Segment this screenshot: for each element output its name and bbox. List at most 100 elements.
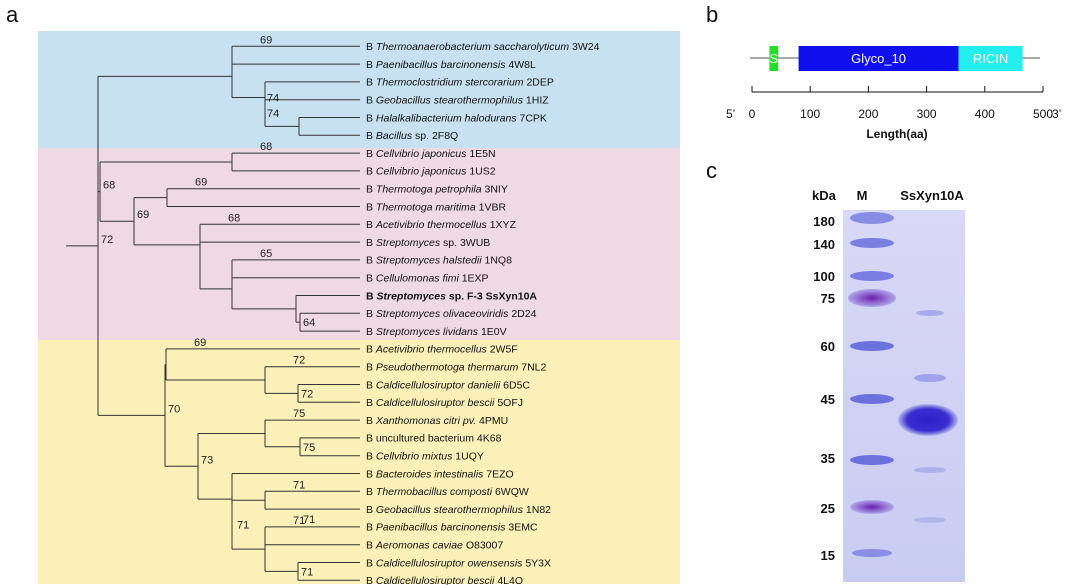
panel-label-a: a [6, 2, 19, 27]
marker-kda-label: 35 [821, 451, 835, 466]
sample-lane [898, 310, 958, 523]
panel-label-c: c [706, 158, 717, 183]
bootstrap-value: 71 [301, 566, 313, 578]
marker-lane [848, 212, 896, 557]
leaf-label: B Cellvibrio japonicus 1E5N [366, 148, 496, 160]
leaf-label: B Caldicellulosiruptor bescii 4L4O [366, 575, 523, 585]
axis-tick-label: 400 [975, 107, 995, 121]
domain-glyco-10 [798, 46, 959, 71]
marker-kda-label: 75 [821, 291, 835, 306]
bootstrap-value: 68 [228, 212, 240, 224]
leaf-label: B Caldicellulosiruptor danielii 6D5C [366, 379, 530, 391]
marker-band [852, 549, 892, 557]
axis-tick-label: 0 [749, 107, 756, 121]
leaf-label: B Cellvibrio japonicus 1US2 [366, 166, 496, 178]
leaf-label: B Geobacillus stearothermophilus 1N82 [366, 504, 551, 516]
bootstrap-value: 75 [303, 442, 315, 454]
tree-branches [66, 45, 360, 581]
domain-label: RICIN [973, 51, 1008, 66]
marker-band [850, 500, 894, 514]
lane-label-marker: M [857, 188, 868, 203]
bootstrap-value: 72 [301, 388, 313, 400]
axis-tick-label: 100 [800, 107, 820, 121]
bootstrap-value: 71 [293, 515, 305, 527]
marker-kda-label: 45 [821, 392, 835, 407]
bootstrap-value: 68 [103, 180, 115, 192]
leaf-label: B Bacillus sp. 2F8Q [366, 130, 458, 142]
clade-backgrounds [38, 31, 680, 584]
axis-tick-label: 200 [858, 107, 878, 121]
leaf-label: B Geobacillus stearothermophilus 1HIZ [366, 95, 549, 107]
bootstrap-value: 71 [293, 479, 305, 491]
faint-band [916, 310, 944, 316]
faint-band [914, 374, 946, 382]
leaf-label: B Thermoanaerobacterium saccharolyticum … [366, 41, 600, 53]
marker-band [850, 271, 894, 281]
marker-kda-label: 140 [813, 237, 835, 252]
bootstrap-value: 71 [303, 514, 315, 526]
bootstrap-value: 69 [260, 34, 272, 46]
leaf-label: B Streptomyces lividans 1E0V [366, 326, 507, 338]
bootstrap-value: 69 [194, 337, 206, 349]
marker-band [850, 341, 894, 351]
bootstrap-value: 72 [293, 355, 305, 367]
faint-band [914, 467, 946, 473]
axis-tick-label: 300 [917, 107, 937, 121]
leaf-label: B Thermotoga petrophila 3NIY [366, 184, 508, 196]
leaf-label: B Halalkalibacterium halodurans 7CPK [366, 112, 547, 124]
length-axis-label: Length(aa) [866, 127, 927, 141]
bootstrap-value: 65 [260, 248, 272, 260]
leaf-label: B Streptomyces halstedii 1NQ8 [366, 255, 512, 267]
leaf-label: B Aeromonas caviae O83007 [366, 540, 503, 552]
leaf-label: B Acetivibrio thermocellus 2W5F [366, 344, 518, 356]
leaf-label: B Paenibacillus barcinonensis 4W8L [366, 59, 536, 71]
bootstrap-value: 71 [237, 520, 249, 532]
domain-label: Glyco_10 [851, 51, 906, 66]
marker-kda-label: 15 [821, 548, 835, 563]
ssxyn10a-band [898, 404, 958, 436]
bootstrap-value: 72 [101, 234, 113, 246]
three-prime-label: 3’ [1052, 107, 1061, 121]
marker-band [850, 455, 894, 465]
leaf-label: B Streptomyces olivaceoviridis 2D24 [366, 308, 537, 320]
tree-leaf-labels: B Thermoanaerobacterium saccharolyticum … [366, 41, 600, 585]
leaf-label: B Acetivibrio thermocellus 1XYZ [366, 219, 517, 231]
leaf-label: B Streptomyces sp. 3WUB [366, 237, 490, 249]
bootstrap-value: 69 [137, 209, 149, 221]
panel-label-b: b [706, 2, 718, 27]
five-prime-label: 5’ [726, 107, 735, 121]
leaf-label: B Caldicellulosiruptor owensensis 5Y3X [366, 557, 551, 569]
bootstrap-value: 73 [201, 454, 213, 466]
bootstrap-value: 68 [260, 141, 272, 153]
leaf-label: B uncultured bacterium 4K68 [366, 433, 502, 445]
leaf-label: B Thermoclostridium stercorarium 2DEP [366, 77, 554, 89]
leaf-label: B Streptomyces sp. F-3 SsXyn10A [366, 290, 537, 302]
bootstrap-value: 69 [195, 177, 207, 189]
bootstrap-value: 74 [267, 92, 279, 104]
leaf-label: B Thermobacillus composti 6WQW [366, 486, 529, 498]
bootstrap-value: 70 [168, 403, 180, 415]
bootstrap-value: 64 [303, 317, 315, 329]
leaf-label: B Pseudothermotoga thermarum 7NL2 [366, 362, 547, 374]
marker-kda-label: 60 [821, 339, 835, 354]
marker-kda-label: 25 [821, 501, 835, 516]
domain-label: S [769, 51, 778, 66]
leaf-label: B Thermotoga maritima 1VBR [366, 201, 506, 213]
marker-kda-label: 100 [813, 269, 835, 284]
axis-tick-label: 500 [1033, 107, 1053, 121]
bootstrap-value: 75 [293, 408, 305, 420]
domain-s [769, 46, 779, 71]
leaf-label: B Cellvibrio mixtus 1UQY [366, 451, 484, 463]
leaf-label: B Xanthomonas citri pv. 4PMU [366, 415, 508, 427]
marker-band [850, 212, 894, 224]
clade-bg-yellow [38, 340, 680, 584]
clade-bg-pink [38, 148, 680, 340]
leaf-label: B Bacteroides intestinalis 7EZO [366, 468, 514, 480]
bootstrap-value: 74 [267, 108, 279, 120]
marker-band [848, 289, 896, 307]
leaf-label: B Paenibacillus barcinonensis 3EMC [366, 522, 538, 534]
marker-band [850, 238, 894, 248]
